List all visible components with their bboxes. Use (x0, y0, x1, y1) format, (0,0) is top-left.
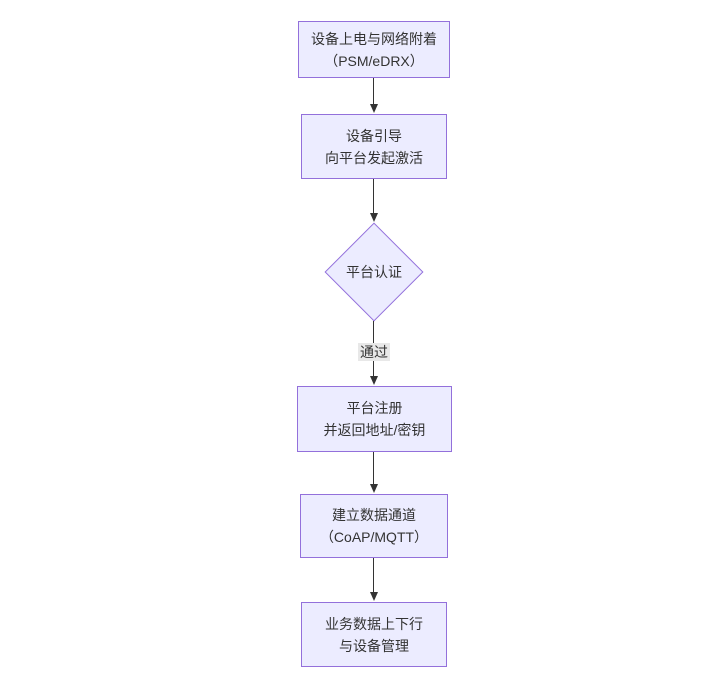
arrow-down-icon (370, 213, 378, 222)
node-data-channel: 建立数据通道 （CoAP/MQTT） (300, 494, 448, 558)
edge-line (373, 179, 374, 214)
arrow-down-icon (370, 484, 378, 493)
node-text-line: 建立数据通道 (332, 507, 416, 523)
node-text-line: 与设备管理 (339, 637, 409, 654)
edge-power-to-bootstrap (369, 78, 379, 113)
edge-register-to-channel (369, 452, 379, 493)
edge-line (373, 452, 374, 485)
node-text-line: （CoAP/MQTT） (319, 529, 429, 545)
node-text-line: 设备引导 (346, 127, 402, 144)
node-business-data: 业务数据上下行 与设备管理 (301, 602, 447, 667)
node-text-line: 平台注册 (346, 400, 403, 416)
node-text-line: 向平台发起激活 (325, 149, 423, 166)
edge-bootstrap-to-auth (369, 179, 379, 222)
arrow-down-icon (370, 376, 378, 385)
edge-label-pass: 通过 (358, 343, 390, 361)
node-text-line: 平台认证 (346, 264, 402, 280)
node-text-line: 设备上电与网络附着 (311, 30, 437, 47)
node-text-line: 并返回地址/密钥 (323, 422, 426, 438)
arrow-down-icon (370, 104, 378, 113)
node-power-network-attach: 设备上电与网络附着 （PSM/eDRX） (298, 21, 450, 78)
node-text-line: （PSM/eDRX） (324, 52, 424, 69)
edge-channel-to-business (369, 558, 379, 601)
arrow-down-icon (370, 592, 378, 601)
node-text-line: 业务数据上下行 (325, 615, 423, 632)
edge-line (373, 558, 374, 593)
node-platform-register: 平台注册 并返回地址/密钥 (297, 386, 452, 452)
node-platform-auth-decision: 平台认证 (324, 222, 424, 322)
edge-line (373, 78, 374, 105)
node-device-bootstrap: 设备引导 向平台发起激活 (301, 114, 447, 179)
